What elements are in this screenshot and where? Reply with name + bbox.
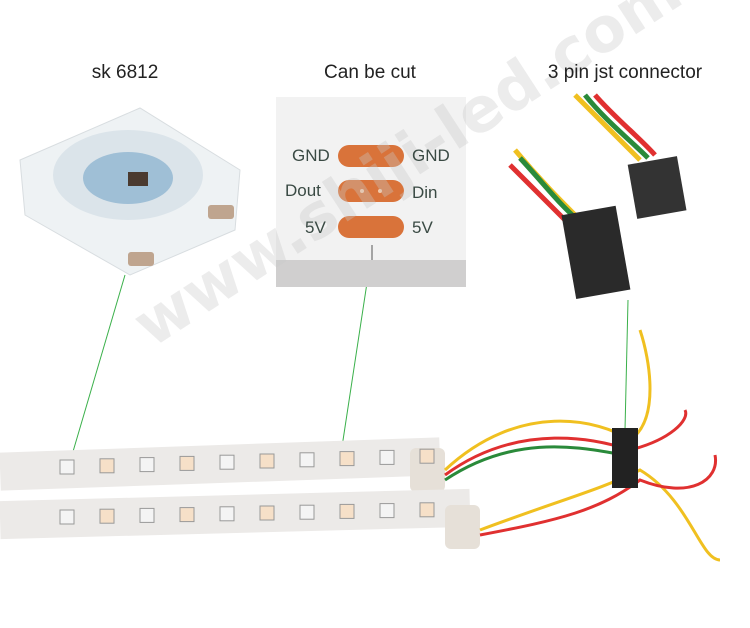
led-chip (179, 455, 195, 471)
led-chip (59, 459, 75, 475)
led-chip (219, 454, 235, 470)
pad-label: 5V (305, 218, 326, 237)
led-chip (139, 507, 155, 523)
led-chip (139, 457, 155, 473)
pad-label: GND (412, 146, 450, 165)
caption-cut: Can be cut (324, 62, 416, 83)
inline-connector (612, 428, 638, 488)
led-chip (59, 509, 75, 525)
leader-line-connector (624, 299, 629, 431)
leader-line-chip (71, 274, 126, 456)
sk6812-chip (19, 107, 241, 276)
led-chip (339, 451, 355, 467)
led-chip (419, 502, 435, 518)
led-chip (99, 458, 115, 474)
led-chip (419, 448, 435, 464)
led-chip (259, 505, 275, 521)
led-chip (219, 506, 235, 522)
pad-label: Dout (285, 181, 321, 200)
led-chip (259, 453, 275, 469)
cut-closeup (276, 97, 466, 287)
led-chip (99, 508, 115, 524)
jst-connector (508, 93, 687, 300)
led-chip (179, 507, 195, 523)
led-chip (379, 503, 395, 519)
caption-chip: sk 6812 (91, 62, 159, 83)
led-chip (379, 449, 395, 465)
led-chip (299, 452, 315, 468)
led-chip (339, 503, 355, 519)
caption-connector: 3 pin jst connector (547, 62, 703, 83)
led-strip-bottom (0, 488, 480, 549)
pad-label: Din (412, 183, 438, 202)
pad-label: GND (292, 146, 330, 165)
led-chip (299, 504, 315, 520)
pad-label: 5V (412, 218, 433, 237)
